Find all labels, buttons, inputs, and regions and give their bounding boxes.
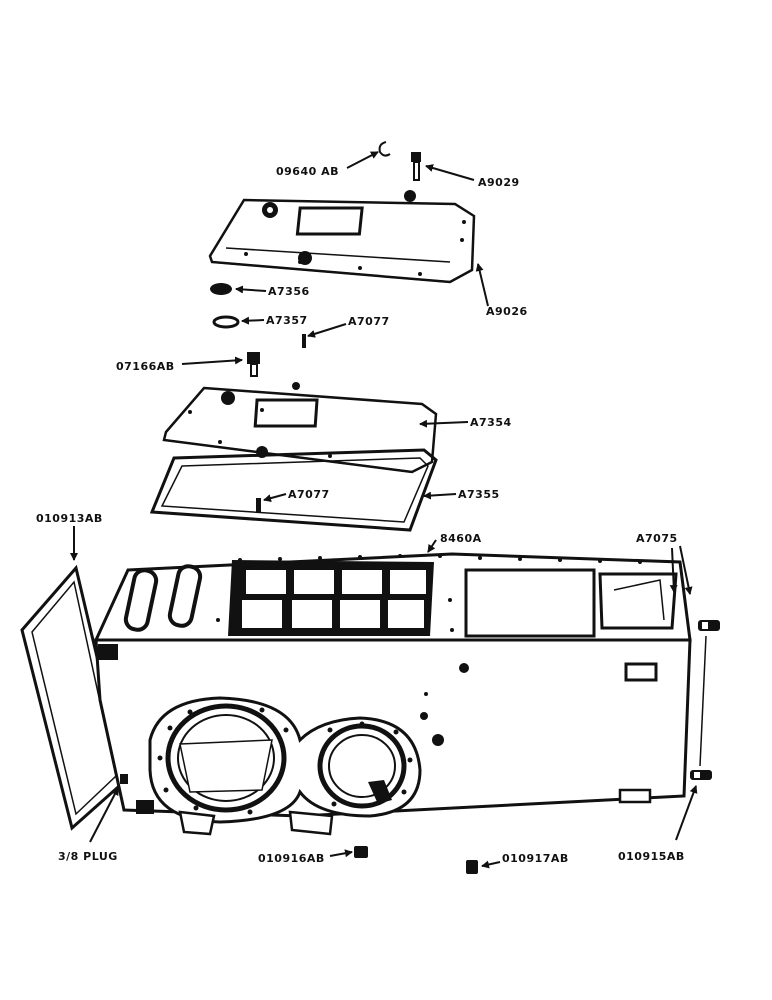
label-a7357: A7357 bbox=[266, 314, 308, 327]
label-8460a: 8460A bbox=[440, 532, 482, 545]
label-a7354: A7354 bbox=[470, 416, 512, 429]
label-a9029: A9029 bbox=[478, 176, 520, 189]
plug-3-8-part bbox=[120, 774, 128, 784]
cap-a7356-part bbox=[210, 283, 232, 295]
label-a7075: A7075 bbox=[636, 532, 678, 545]
label-a7077-top: A7077 bbox=[348, 315, 390, 328]
main-housing bbox=[93, 552, 692, 836]
gasket-a7355 bbox=[149, 448, 438, 532]
pin-a7077-low-part bbox=[256, 498, 261, 512]
label-010916ab: 010916AB bbox=[258, 852, 325, 865]
label-07166ab: 07166AB bbox=[116, 360, 175, 373]
clip-part bbox=[378, 141, 391, 157]
label-3-8-plug: 3/8 PLUG bbox=[58, 850, 118, 863]
label-09640ab: 09640 AB bbox=[276, 165, 339, 178]
dowel-bottom-part bbox=[690, 770, 712, 780]
top-cover-plate bbox=[208, 190, 476, 284]
label-a7077-low: A7077 bbox=[288, 488, 330, 501]
fitting-07166-part bbox=[247, 352, 260, 377]
pin-a7077-top-part bbox=[302, 334, 306, 348]
washer-a7357-part bbox=[212, 315, 240, 329]
label-a7355: A7355 bbox=[458, 488, 500, 501]
plug-010916-part bbox=[354, 846, 368, 858]
label-a9026: A9026 bbox=[486, 305, 528, 318]
label-a7356: A7356 bbox=[268, 285, 310, 298]
leader-lines bbox=[70, 151, 698, 869]
label-010915ab: 010915AB bbox=[618, 850, 685, 863]
bolt-a9029-part bbox=[411, 152, 421, 181]
plug-010917-part bbox=[466, 860, 478, 874]
dowel-top-part bbox=[698, 620, 720, 631]
label-010913ab: 010913AB bbox=[36, 512, 103, 525]
label-010917ab: 010917AB bbox=[502, 852, 569, 865]
